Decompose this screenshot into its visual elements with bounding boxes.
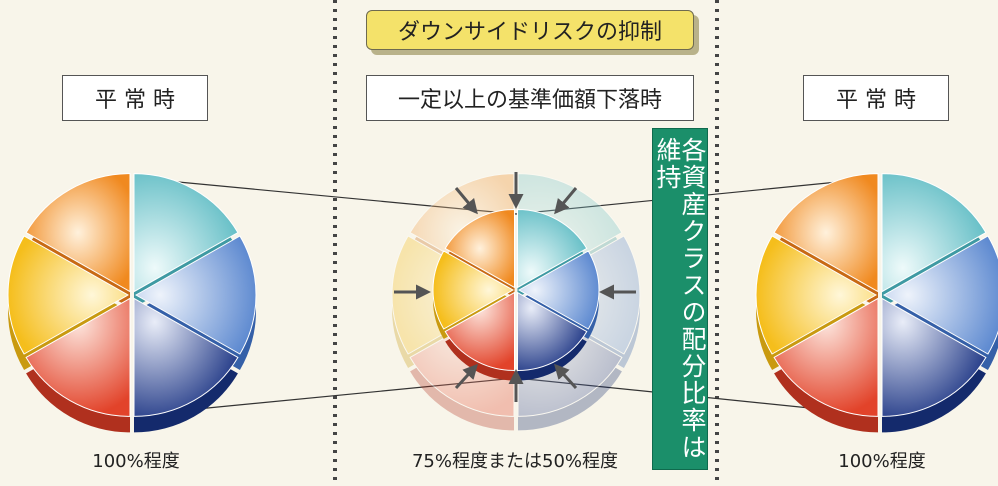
diagram-title: ダウンサイドリスクの抑制 (366, 10, 694, 50)
right-pie-chart (755, 173, 998, 433)
right-caption: 100%程度 (838, 451, 926, 472)
orange-slice (444, 208, 515, 289)
up-arrow-icon (553, 363, 578, 390)
up-arrow-icon (454, 363, 479, 390)
cyan-slice (881, 173, 987, 293)
yellow-slice (432, 250, 515, 330)
cyan-slice (517, 208, 588, 289)
orange-slice (25, 173, 131, 293)
blue-slice (134, 235, 257, 355)
red-slice (25, 297, 131, 417)
navy-slice (133, 297, 239, 417)
allocation-banner-text: 各資産クラスの配分比率は維持 (653, 137, 707, 461)
left-caption: 100%程度 (92, 451, 180, 472)
right-panel-label: 平 常 時 (803, 75, 949, 121)
center-panel-label: 一定以上の基準価額下落時 (366, 75, 694, 121)
yellow-slice (7, 235, 130, 355)
center-caption: 75%程度または50%程度 (411, 451, 618, 472)
down-arrow-icon (454, 187, 478, 215)
center-pie-chart (432, 208, 600, 381)
down-arrow-icon (554, 187, 578, 215)
blue-slice (517, 250, 600, 330)
allocation-banner: 各資産クラスの配分比率は維持 (652, 128, 708, 470)
left-pie-chart (7, 173, 257, 433)
blue-slice (882, 235, 998, 355)
navy-slice (881, 297, 987, 417)
compression-arrows (394, 172, 636, 402)
left-panel-label: 平 常 時 (62, 75, 208, 121)
red-slice (773, 297, 879, 417)
orange-slice (773, 173, 879, 293)
cyan-slice (133, 173, 239, 293)
yellow-slice (755, 235, 878, 355)
